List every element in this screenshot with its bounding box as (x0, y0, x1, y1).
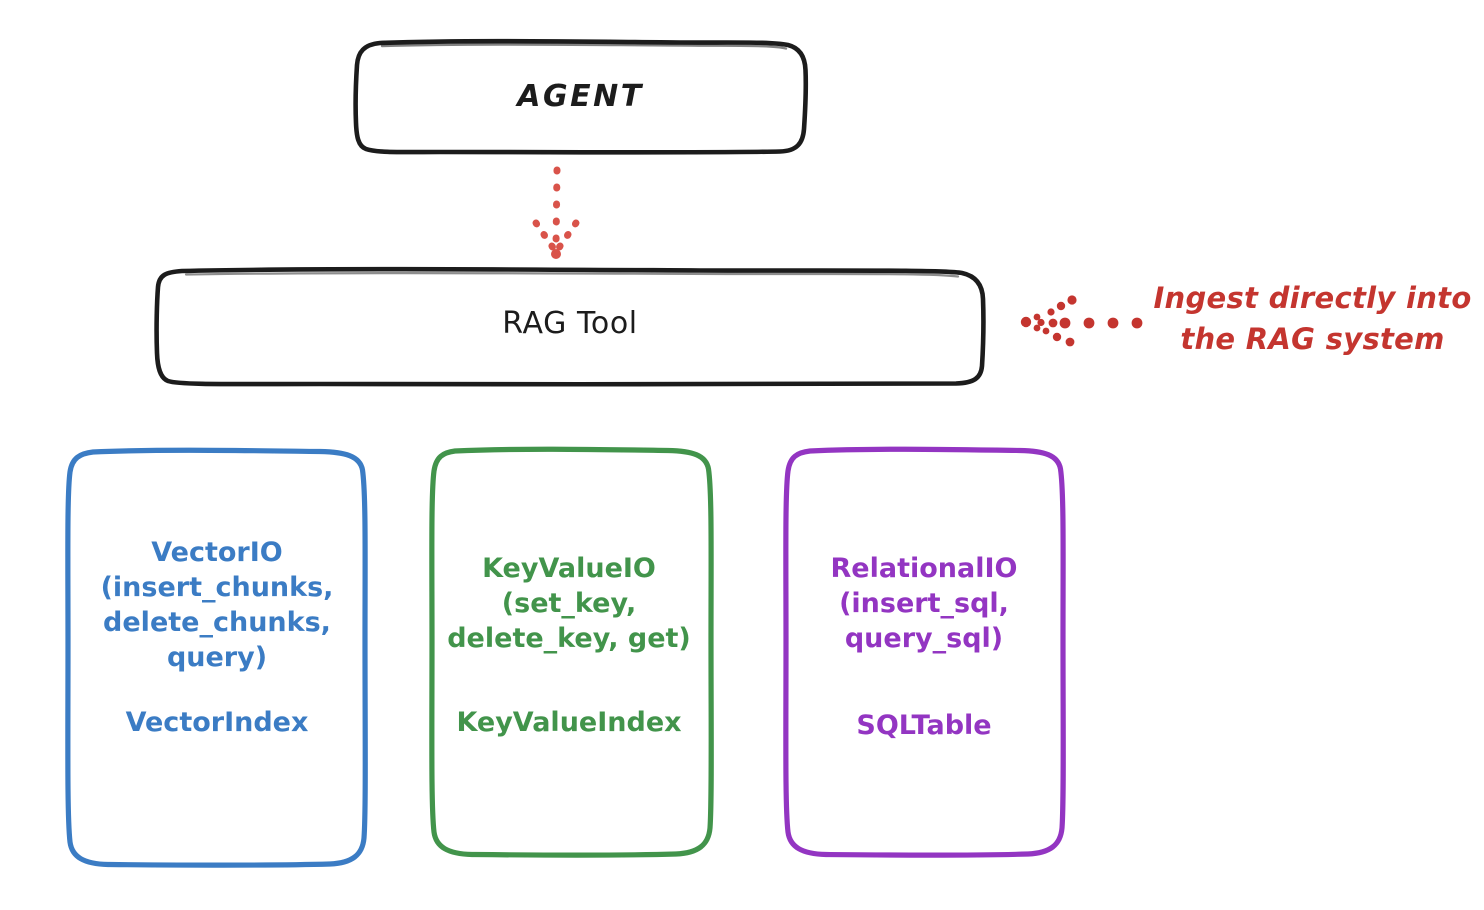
key-value-io-index-label: KeyValueIndex (456, 707, 682, 738)
key-value-io-title: KeyValueIO (set_key, delete_key, get) (447, 553, 691, 655)
agent-to-rag-tool-connector (532, 166, 580, 259)
ingest-arrow-connector (1020, 295, 1143, 347)
agent-label: AGENT (517, 79, 644, 114)
vector-io-title: VectorIO (insert_chunks, delete_chunks, … (100, 537, 334, 674)
relational-io-title: RelationalIO (insert_sql, query_sql) (830, 553, 1018, 655)
ingest-annotation-label: Ingest directly into the RAG system (1153, 281, 1472, 357)
vector-io-index-label: VectorIndex (125, 707, 309, 738)
relational-io-index-label: SQLTable (856, 710, 992, 741)
rag-tool-label: RAG Tool (502, 306, 638, 341)
